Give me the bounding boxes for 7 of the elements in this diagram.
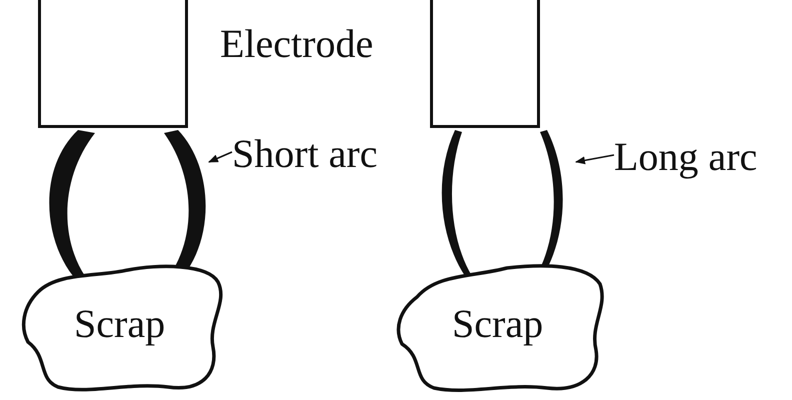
leader-line (575, 154, 614, 164)
leader-line (208, 151, 232, 163)
scrap-label: Scrap (74, 302, 166, 346)
part-label: Electrode (220, 22, 374, 66)
arc-label: Long arc (614, 134, 758, 179)
arc-label: Short arc (232, 131, 378, 176)
scrap-label: Scrap (452, 302, 544, 346)
